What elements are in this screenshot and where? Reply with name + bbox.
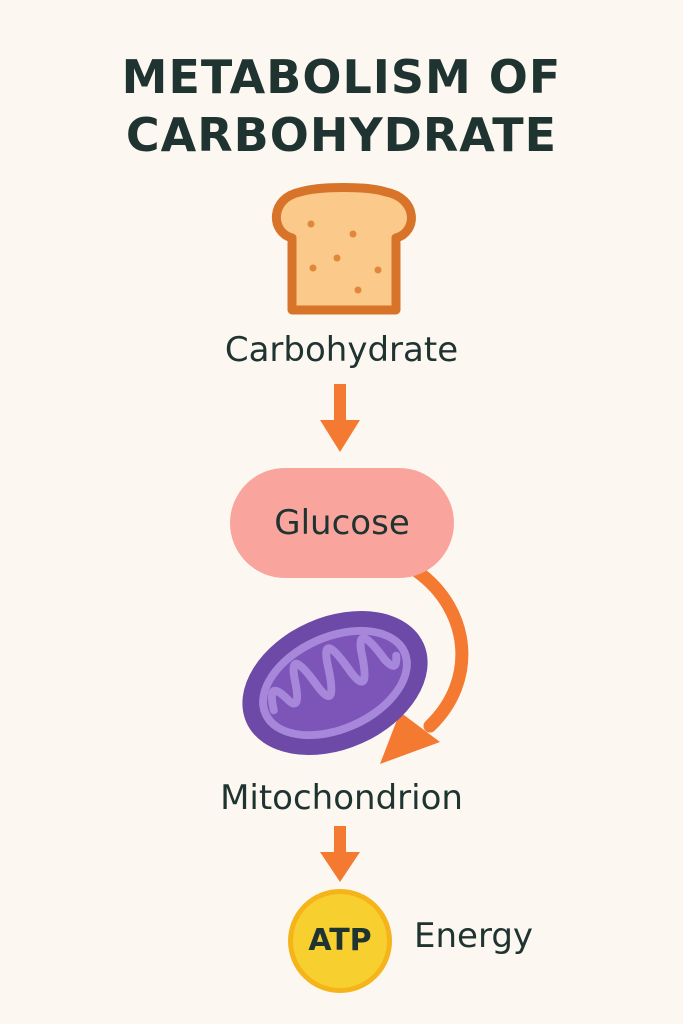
title-line-1: METABOLISM OF — [121, 50, 562, 104]
atp-coin-icon: ATP — [288, 889, 392, 993]
atp-label: ATP — [308, 923, 372, 958]
glucose-label: Glucose — [274, 503, 410, 543]
page-title: METABOLISM OF CARBOHYDRATE — [0, 48, 683, 164]
title-line-2: CARBOHYDRATE — [125, 108, 558, 162]
energy-label: Energy — [414, 916, 534, 956]
bread-icon — [272, 183, 416, 315]
mitochondrion-icon — [242, 610, 428, 756]
glucose-node: Glucose — [230, 468, 454, 578]
carbohydrate-label: Carbohydrate — [224, 330, 459, 370]
arrow-mitochondrion-to-atp — [320, 826, 360, 882]
arrow-carbohydrate-to-glucose — [320, 384, 360, 452]
arrow-glucose-to-mitochondrion — [380, 565, 469, 764]
mitochondrion-label: Mitochondrion — [220, 778, 463, 818]
